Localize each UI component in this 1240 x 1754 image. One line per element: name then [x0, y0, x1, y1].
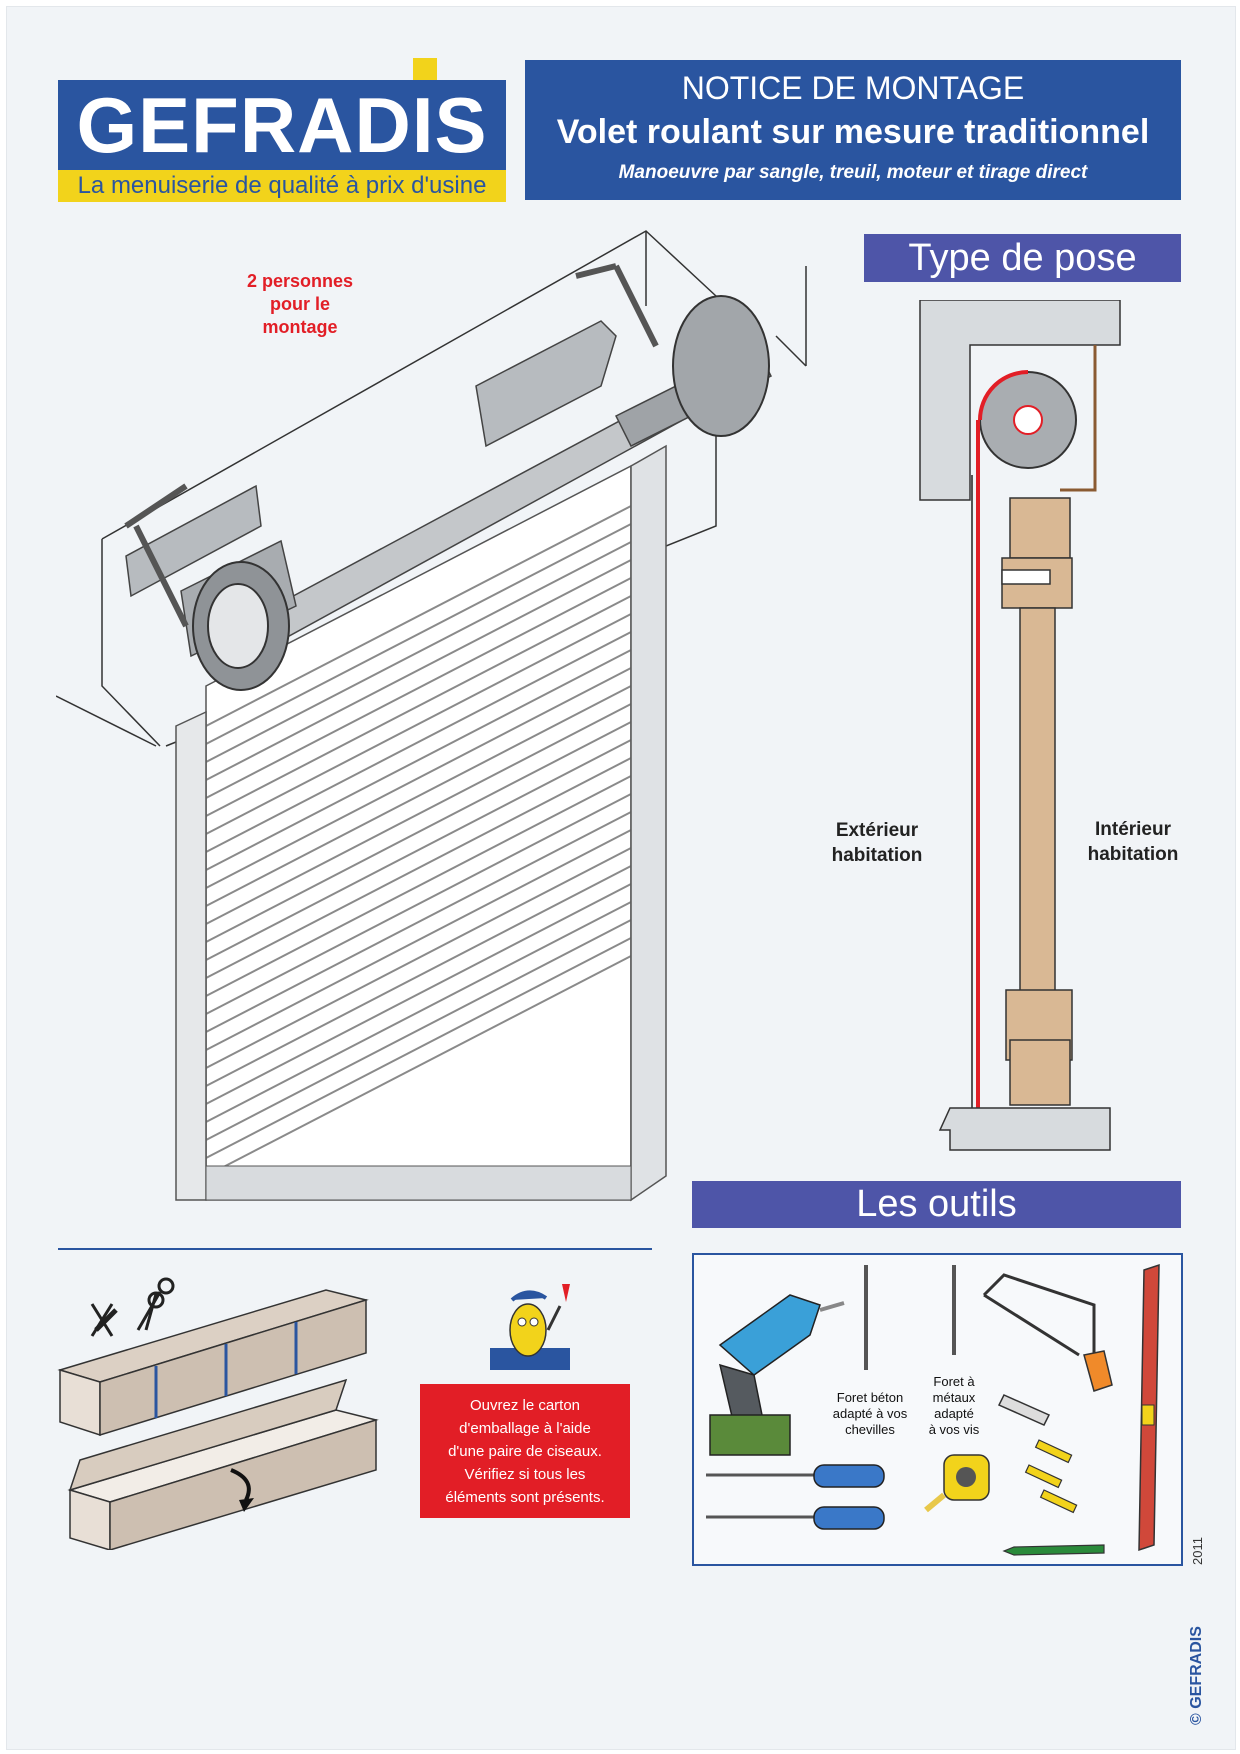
shutter-slat [205, 721, 632, 943]
shutter-slat [205, 667, 632, 889]
note-line: montage [262, 317, 338, 337]
no-cutter-icon [90, 1303, 118, 1337]
shutter-slat [205, 541, 632, 763]
hacksaw-icon [982, 1273, 1113, 1392]
exterior-line: Extérieur [835, 820, 919, 841]
tool-label-line: chevilles [845, 1422, 895, 1437]
exterior-label: Extérieur habitation [802, 818, 952, 868]
shutter-slat [205, 757, 632, 979]
tools-illustration [706, 1263, 1160, 1556]
shutter-slat [205, 937, 632, 1159]
shutter-slats [205, 505, 632, 1177]
title-block: NOTICE DE MONTAGE Volet roulant sur mesu… [525, 60, 1181, 200]
shutter-slat [205, 559, 632, 781]
shutter-slat [205, 901, 632, 1123]
logo-name: GEFRADIS [76, 81, 488, 169]
shutter-slat [205, 847, 632, 1069]
instruction-line: Vérifiez si tous les [464, 1465, 586, 1483]
doc-subtitle: Manoeuvre par sangle, treuil, moteur et … [618, 162, 1088, 183]
pose-section-diagram [919, 300, 1121, 1151]
tape-measure-icon [924, 1454, 990, 1513]
tool-label-line: métaux [932, 1390, 976, 1405]
note-line: 2 personnes [246, 271, 354, 291]
tool-label-line: Foret à [933, 1374, 975, 1389]
doc-title: Volet roulant sur mesure traditionnel [556, 113, 1150, 151]
tool-label-line: à vos vis [928, 1422, 980, 1437]
gefradis-logo: GEFRADIS La menuiserie de qualité à prix… [58, 58, 506, 202]
cutter-icon [997, 1394, 1051, 1426]
logo-tagline: La menuiserie de qualité à prix d'usine [58, 170, 506, 202]
unpacking-illustration [57, 1277, 379, 1550]
footer-brand: © GEFRADIS [1188, 1626, 1205, 1725]
tools-heading: Les outils [692, 1181, 1181, 1228]
tool-label-line: Foret béton [836, 1390, 904, 1405]
shutter-slat [205, 631, 632, 853]
instruction-line: d'emballage à l'aide [459, 1419, 591, 1437]
shutter-slat [205, 955, 632, 1177]
section-divider [58, 1248, 652, 1250]
shutter-slat [205, 577, 632, 799]
instruction-line: Ouvrez le carton [469, 1396, 581, 1414]
shutter-slat [205, 685, 632, 907]
shutter-slat [205, 919, 632, 1141]
tools-panel [692, 1253, 1183, 1566]
wall-plug-icon [1024, 1439, 1078, 1514]
pencil-icon [1002, 1544, 1105, 1556]
unpack-instruction: Ouvrez le carton d'emballage à l'aide d'… [420, 1384, 630, 1518]
shutter-slat [205, 595, 632, 817]
instruction-line: d'une paire de ciseaux. [448, 1442, 602, 1460]
mascot-icon [490, 1284, 570, 1370]
shutter-slat [205, 793, 632, 1015]
drill-icon [709, 1294, 845, 1456]
shutter-illustration [56, 230, 807, 1202]
drill-bit-metal-label: Foret à métaux adapté à vos vis [914, 1374, 994, 1438]
shutter-slat [205, 883, 632, 1105]
shutter-slat [205, 613, 632, 835]
doc-kicker: NOTICE DE MONTAGE [681, 70, 1025, 106]
shutter-slat [205, 775, 632, 997]
two-persons-note: 2 personnes pour le montage [230, 270, 370, 339]
shutter-slat [205, 523, 632, 745]
shutter-slat [205, 649, 632, 871]
interior-line: habitation [1087, 844, 1179, 865]
pose-heading: Type de pose [864, 234, 1181, 282]
instruction-line: éléments sont présents. [445, 1488, 605, 1506]
shutter-slat [205, 811, 632, 1033]
logo-accent [413, 58, 437, 80]
drill-bit-concrete-label: Foret béton adapté à vos chevilles [820, 1390, 920, 1438]
shutter-slat [205, 505, 632, 727]
screwdriver-icon [706, 1464, 885, 1530]
spirit-level-icon [1138, 1263, 1160, 1552]
tool-label-line: adapté à vos [832, 1406, 908, 1421]
shutter-slat [205, 829, 632, 1051]
tool-label-line: adapté [934, 1406, 974, 1421]
scissors-icon [136, 1277, 175, 1331]
shutter-slat [205, 703, 632, 925]
interior-line: Intérieur [1094, 819, 1172, 840]
shutter-slat [205, 865, 632, 1087]
shutter-slat [205, 739, 632, 961]
note-line: pour le [269, 294, 330, 314]
exterior-line: habitation [831, 845, 923, 866]
interior-label: Intérieur habitation [1058, 817, 1208, 867]
